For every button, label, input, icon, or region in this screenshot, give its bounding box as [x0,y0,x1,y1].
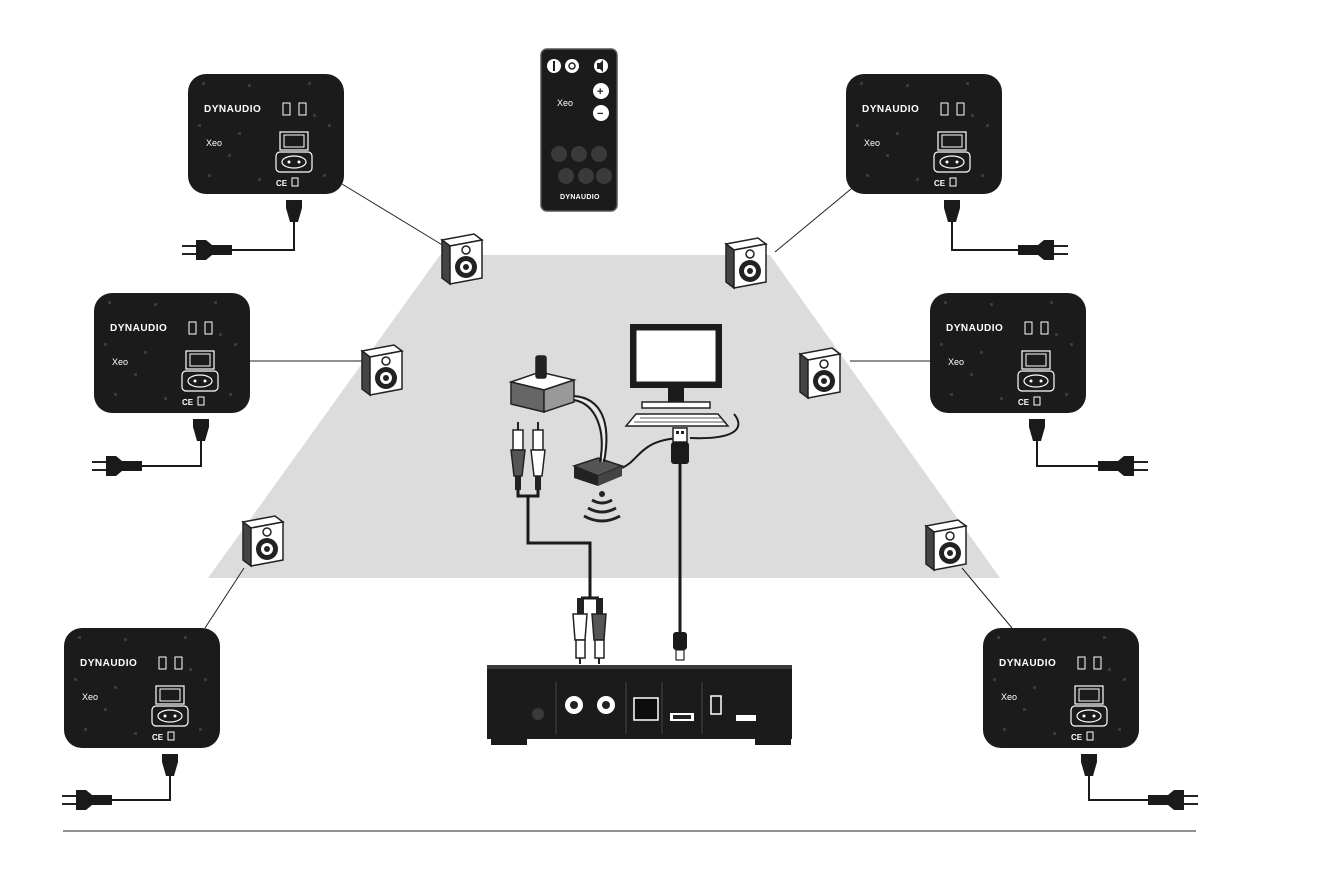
rca-plug-pair-bottom [573,598,606,664]
power-plug-icon [182,240,232,260]
remote-control: + − Xeo DYNAUDIO [541,49,617,211]
speaker-side-left [362,345,402,395]
speaker-panel-side-right [930,293,1086,413]
iec-connector-icon [162,754,178,776]
iec-connector-icon [944,200,960,222]
remote-model-text: Xeo [557,98,573,108]
iec-connector-icon [1081,754,1097,776]
volume-down-label: − [597,108,603,120]
power-plug-icon [1148,790,1198,810]
speaker-rear-left [243,516,283,566]
speaker-front-right [726,238,766,288]
iec-connector-icon [193,419,209,441]
speaker-panel-rear-left [64,628,220,748]
speaker-panel-front-left [188,74,344,194]
power-plug-icon [1098,456,1148,476]
speaker-panel-rear-right [983,628,1139,748]
volume-up-label: + [597,86,603,98]
speaker-front-left [442,234,482,284]
iec-connector-icon [1029,419,1045,441]
iec-connector-icon [286,200,302,222]
power-plug-icon [92,456,142,476]
speaker-side-right [800,348,840,398]
remote-brand-text: DYNAUDIO [560,194,600,201]
power-plug-icon [62,790,112,810]
speaker-panel-front-right [846,74,1002,194]
power-plug-icon [1018,240,1068,260]
room-floor [208,255,1000,578]
speaker-rear-right [926,520,966,570]
xeo-hub [487,665,792,745]
speaker-panel-side-left [94,293,250,413]
